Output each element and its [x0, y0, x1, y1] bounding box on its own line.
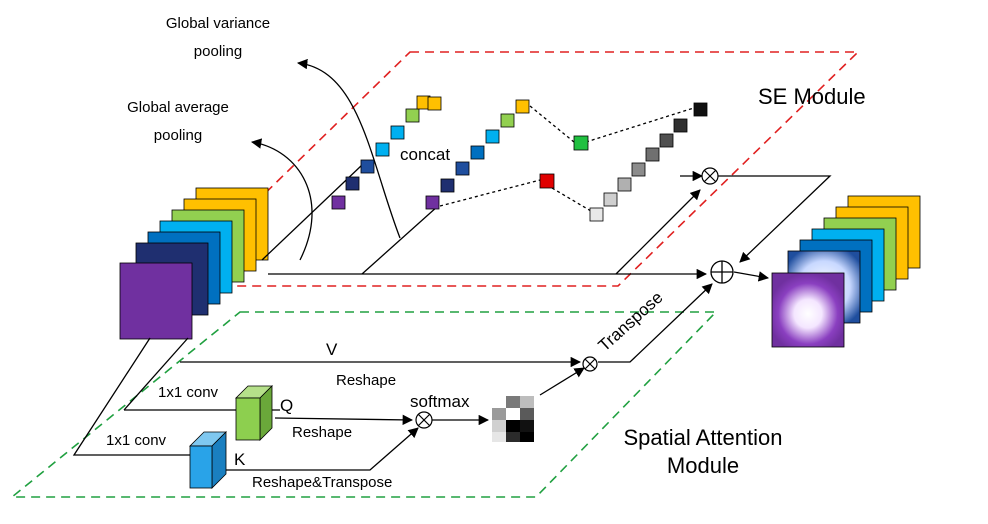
reshape-v-label: Reshape — [336, 372, 397, 389]
label-line: Global variance — [165, 15, 271, 32]
fc-connections — [439, 105, 701, 215]
se-module-region — [168, 51, 860, 287]
v-label: V — [326, 340, 338, 359]
label-line: Global average — [127, 99, 229, 116]
title-line: Module — [666, 453, 740, 478]
q-conv-block — [235, 385, 273, 441]
reshape-q-label: Reshape — [292, 424, 353, 441]
title-line: Spatial Attention — [623, 425, 783, 450]
sum-plus-icon — [710, 260, 734, 284]
spatial-attention-region — [9, 311, 718, 498]
label-line: pooling — [193, 43, 243, 60]
conv-q-label: 1x1 conv — [158, 384, 219, 401]
fc-node-red — [539, 173, 555, 189]
se-multiply-icon — [701, 167, 719, 185]
channel-weights — [589, 102, 708, 222]
q-label: Q — [280, 396, 294, 415]
label-line: pooling — [153, 127, 203, 144]
v-multiply-icon — [582, 356, 598, 372]
concat-label: concat — [400, 145, 451, 164]
pooled-vector-variance — [331, 95, 442, 210]
fc-node-green — [573, 135, 589, 151]
attention-map — [492, 396, 534, 442]
conv-k-label: 1x1 conv — [106, 432, 167, 449]
k-conv-block — [189, 431, 227, 489]
pooled-vector-average — [425, 99, 530, 210]
se-module-title: SE Module — [758, 84, 866, 109]
input-feature-stack — [119, 187, 269, 340]
main-connections — [250, 58, 832, 282]
output-feature-stack — [771, 195, 921, 348]
qk-multiply-icon — [415, 411, 433, 429]
k-label: K — [234, 450, 246, 469]
reshape-transpose-label: Reshape&Transpose — [252, 474, 393, 491]
softmax-label: softmax — [410, 392, 470, 411]
spatial-connections — [72, 283, 713, 471]
spatial-attention-title: Spatial Attention Module — [598, 424, 808, 480]
global-variance-pooling-label: Global variance pooling — [138, 10, 298, 66]
global-average-pooling-label: Global average pooling — [98, 94, 258, 150]
